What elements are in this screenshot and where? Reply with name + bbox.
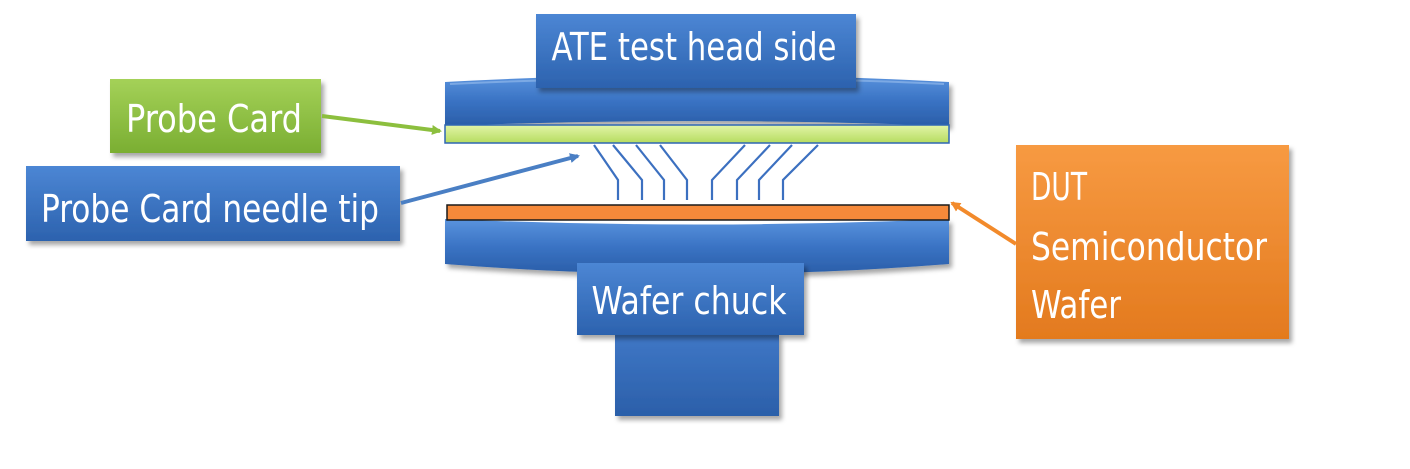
- wafer-chuck-box: Wafer chuck: [577, 263, 804, 335]
- probe-card-box: Probe Card: [110, 79, 321, 153]
- needle-tip-box: Probe Card needle tip: [26, 166, 400, 241]
- probe-card-arrow: [321, 114, 442, 135]
- dut-wafer: [446, 204, 950, 221]
- probe-card-label: Probe Card: [126, 97, 302, 141]
- probe-card-board: [444, 124, 950, 144]
- dut-arrow: [950, 201, 1018, 246]
- ate-head-label: ATE test head side: [552, 25, 837, 69]
- wafer-chuck-label: Wafer chuck: [592, 279, 787, 323]
- dut-label-line1: DUT: [1031, 165, 1087, 209]
- needle-tip-arrow: [400, 153, 580, 205]
- wafer-chuck-stem: [615, 334, 779, 416]
- probe-needles: [593, 144, 819, 200]
- dut-label-line2: Semiconductor: [1031, 225, 1268, 269]
- needle-tip-label: Probe Card needle tip: [41, 187, 379, 231]
- dut-box: DUT Semiconductor Wafer: [1016, 145, 1289, 339]
- wafer-chuck-plate: [445, 219, 949, 274]
- ate-head-box: ATE test head side: [536, 14, 856, 88]
- dut-label-line3: Wafer: [1031, 283, 1122, 327]
